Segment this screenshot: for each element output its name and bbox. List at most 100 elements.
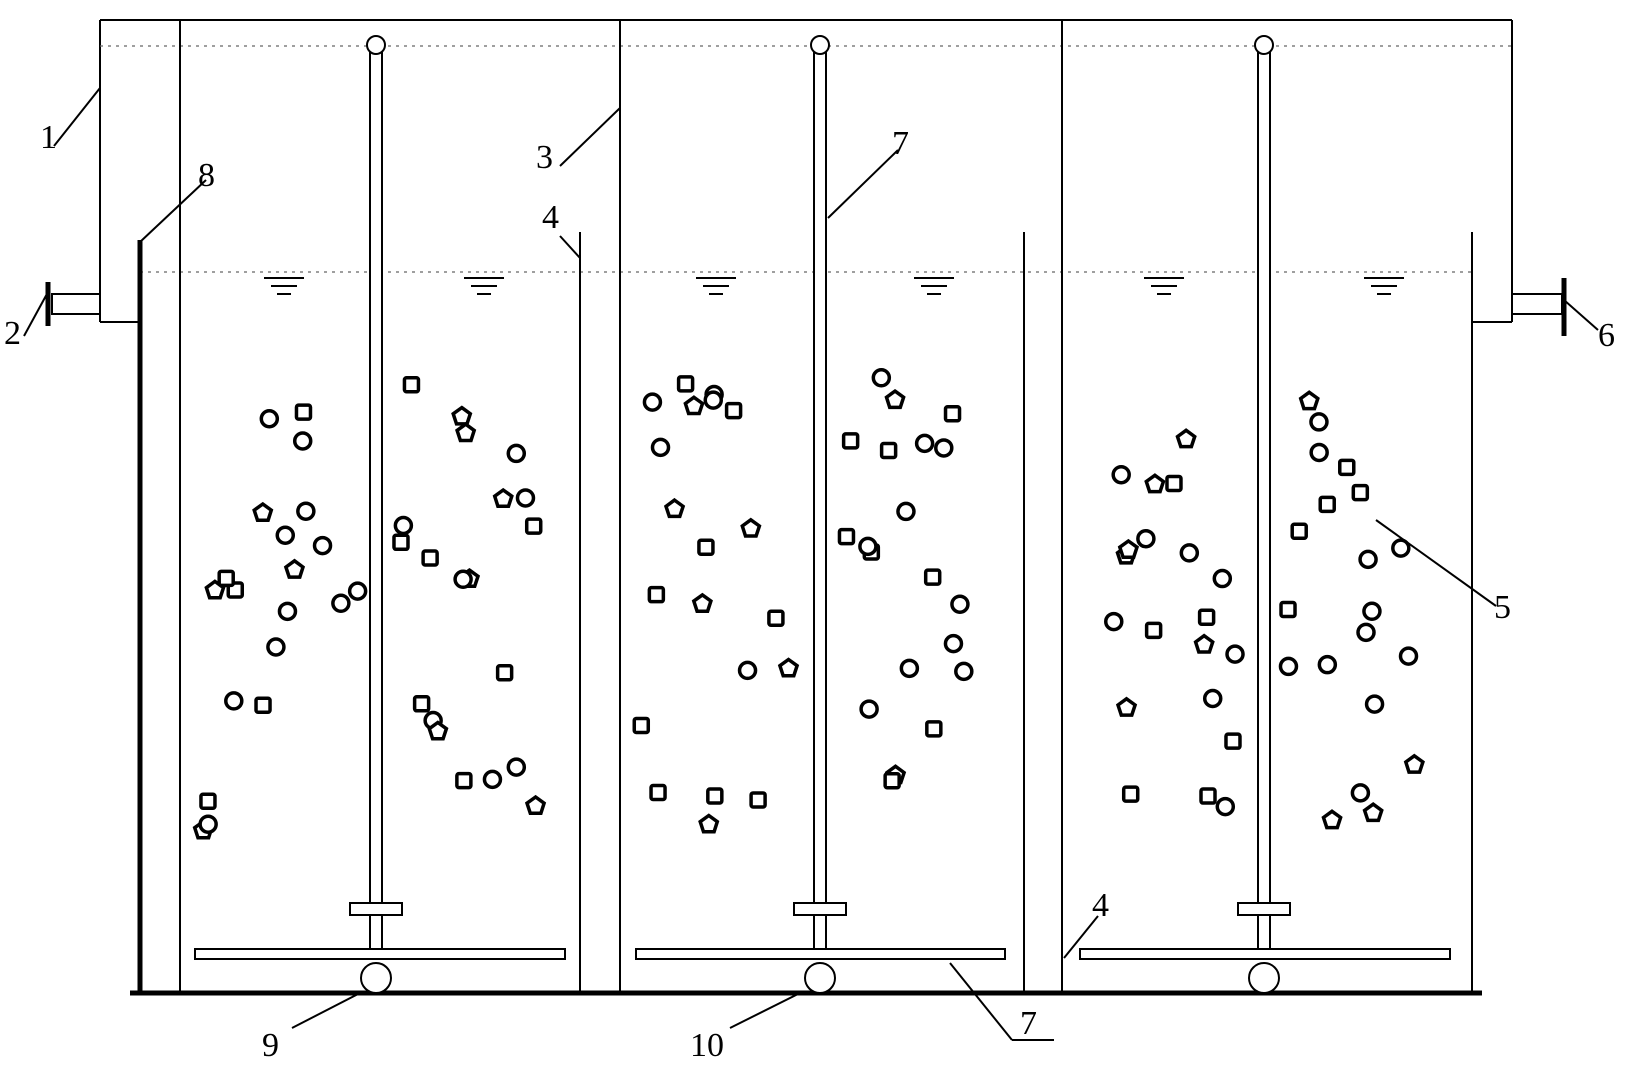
bubble-square [1224, 732, 1242, 750]
bubble-pentagon [1117, 538, 1140, 560]
bubble-round [453, 569, 473, 590]
bubble-square [706, 787, 724, 805]
bubble-round [259, 408, 280, 429]
pipe-cap [1254, 35, 1274, 55]
bubble-square [1144, 621, 1163, 640]
bubble-round [954, 661, 974, 682]
bubble-round [393, 515, 414, 536]
water-level-symbols [264, 277, 1404, 295]
bubble-square [421, 549, 439, 567]
inlet-pipe [45, 282, 101, 326]
bubble-square [524, 517, 543, 535]
aeration-plate [194, 948, 566, 960]
outlet-pipe [1511, 278, 1567, 336]
bubble-round [275, 525, 296, 545]
label-7-upper: 7 [892, 125, 909, 162]
bubble-square [217, 569, 235, 588]
bubble-square [254, 696, 272, 715]
bubble-round [1136, 528, 1156, 549]
bubble-round [650, 437, 671, 458]
bubble-pentagon [698, 813, 720, 834]
bubble-round [1212, 568, 1233, 589]
label-4-upper: 4 [542, 199, 559, 236]
bubble-round [1111, 464, 1131, 485]
bubble-square [1197, 608, 1216, 627]
bubble-square [697, 538, 715, 557]
bubble-square [676, 375, 695, 393]
pipe-cap [366, 35, 386, 55]
short-baffles [579, 232, 1025, 993]
bubble-square [1279, 600, 1297, 619]
bubble-round [950, 594, 970, 614]
bubble-round [312, 535, 333, 556]
aeration-pipe [1257, 43, 1271, 955]
bubble-square [1290, 522, 1308, 541]
bubble-round [1398, 646, 1419, 666]
bubble-round [277, 601, 298, 622]
bubble-round [1309, 412, 1329, 432]
bubble-pentagon [1144, 473, 1166, 494]
aeration-pipe [369, 43, 383, 955]
bottom-ball [1248, 962, 1280, 994]
bubble-pentagon [691, 592, 713, 613]
bubble-round [703, 390, 723, 410]
bubble-square [1199, 787, 1217, 805]
bubble-round [1179, 543, 1200, 563]
bubble-round [859, 699, 879, 719]
bubble-round [934, 438, 954, 458]
bubble-round [292, 431, 313, 451]
bubble-round [871, 368, 892, 388]
bubble-pentagon [663, 497, 686, 519]
bubble-square [1351, 483, 1370, 502]
bubble-square [841, 432, 860, 450]
label-5: 5 [1494, 589, 1511, 626]
bubble-round [331, 593, 351, 614]
bubble-round [899, 658, 920, 679]
bubble-square [879, 441, 898, 460]
bubble-pentagon [451, 405, 473, 426]
bubble-round [1104, 611, 1124, 632]
bubble-square [647, 585, 666, 604]
leader-lines [23, 87, 1599, 1041]
bubble-square [1338, 458, 1356, 477]
bubble-pentagon [1298, 390, 1320, 411]
label-9: 9 [262, 1027, 279, 1064]
bubble-square [767, 609, 785, 627]
bubble-pentagon [1321, 809, 1343, 830]
valve-mark [793, 902, 847, 916]
bubble-round [1358, 549, 1378, 570]
bubble-round [1391, 538, 1411, 558]
bubble-round [1362, 601, 1382, 622]
bubble-round [1278, 656, 1299, 677]
bubble-pentagon [524, 794, 547, 816]
bubble-pentagon [884, 388, 906, 410]
tank-body [99, 19, 1513, 323]
bubble-square [1165, 474, 1183, 493]
bottom-ball [804, 962, 836, 994]
bubble-round [506, 443, 527, 464]
bubble-pentagon [252, 501, 274, 522]
bubble-pentagon [1175, 428, 1197, 449]
bubble-square [392, 533, 410, 552]
bubble-square [925, 720, 943, 738]
aeration-plate [635, 948, 1006, 960]
bubble-round [737, 660, 758, 681]
bubble-pentagon [683, 395, 705, 416]
bubble-round [482, 769, 503, 790]
bubble-round [1364, 694, 1385, 714]
bubble-round [224, 691, 244, 711]
bubble-pentagon [1115, 696, 1138, 717]
bubble-square [724, 401, 743, 420]
bubble-round [943, 633, 964, 654]
bubble-square [402, 376, 421, 394]
bubble-round [1215, 796, 1236, 817]
aeration-plate [1079, 948, 1451, 960]
bubble-square [837, 527, 856, 546]
bubble-pentagon [427, 720, 449, 741]
bubble-round [914, 433, 935, 454]
bubble-pentagon [1362, 802, 1384, 823]
label-6: 6 [1598, 317, 1615, 354]
bubble-round [1225, 644, 1245, 664]
